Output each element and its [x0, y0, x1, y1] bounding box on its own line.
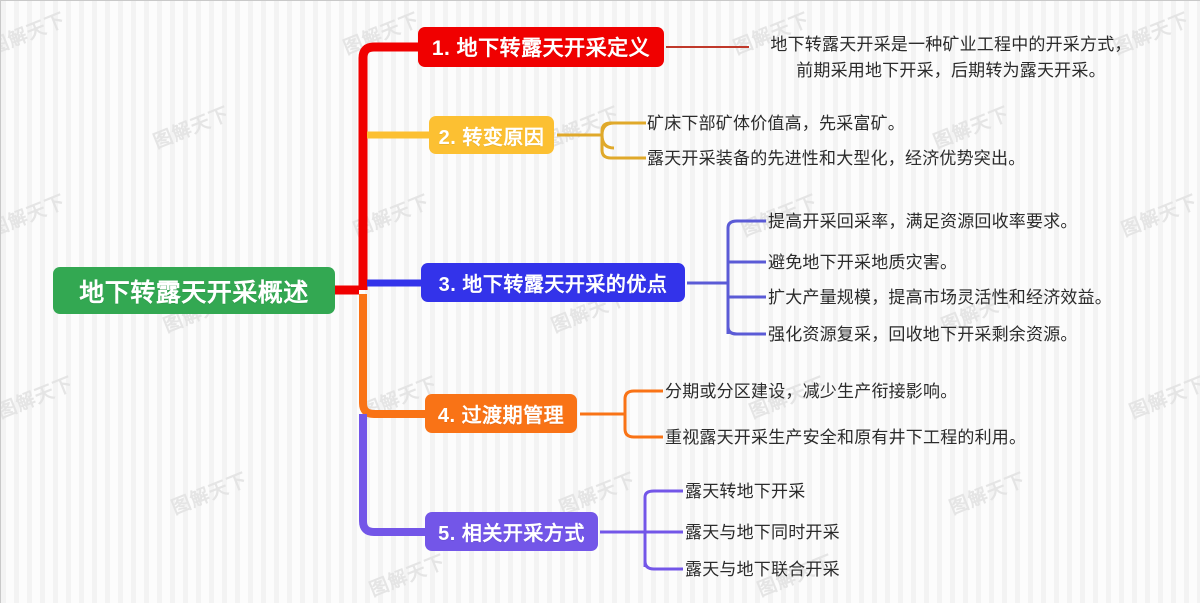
- mindmap-branch-node-1[interactable]: 1. 地下转露天开采定义: [418, 27, 664, 67]
- mindmap-branch-node-5[interactable]: 5. 相关开采方式: [425, 512, 598, 551]
- watermark: 图解天下: [366, 551, 449, 602]
- mindmap-branch-node-3[interactable]: 3. 地下转露天开采的优点: [421, 263, 685, 302]
- mindmap-leaf-3-2[interactable]: 避免地下开采地质灾害。: [768, 253, 958, 272]
- watermark: 图解天下: [946, 469, 1029, 520]
- leaf-connector-3-4: [726, 326, 766, 336]
- mindmap-leaf-5-1[interactable]: 露天转地下开采: [685, 482, 806, 501]
- mindmap-leaf-2-1[interactable]: 矿床下部矿体价值高，先采富矿。: [647, 114, 905, 133]
- mindmap-leaf-5-2[interactable]: 露天与地下同时开采: [685, 523, 840, 542]
- mindmap-branch-node-2[interactable]: 2. 转变原因: [429, 116, 554, 154]
- leaf-bracket-2-up: [600, 121, 612, 135]
- spine-lower-orange: [359, 294, 425, 418]
- spine-lower-purple: [359, 414, 425, 536]
- watermark: 图解天下: [350, 191, 433, 242]
- watermark: 图解天下: [340, 9, 423, 60]
- mindmap-leaf-3-1[interactable]: 提高开采回采率，满足资源回收率要求。: [768, 212, 1078, 231]
- leaf-connector-5-3: [643, 560, 683, 571]
- watermark: 图解天下: [0, 9, 69, 60]
- leaf-bracket-2-dn: [600, 135, 612, 160]
- leaf-bracket-4-dn: [623, 414, 663, 439]
- watermark: 图解天下: [1118, 191, 1200, 242]
- mindmap-root-node[interactable]: 地下转露天开采概述: [53, 267, 335, 314]
- leaf-bracket-4-up: [623, 389, 663, 414]
- watermark: 图解天下: [0, 373, 77, 424]
- mindmap-leaf-5-3[interactable]: 露天与地下联合开采: [685, 560, 840, 579]
- leaf-bracket-2-fork: [600, 121, 615, 150]
- mindmap-leaf-4-2[interactable]: 重视露天开采生产安全和原有井下工程的利用。: [665, 428, 1027, 447]
- leaf-bracket-3-bot: [726, 326, 738, 336]
- leaf-connector-5-1: [643, 489, 683, 501]
- watermark: 图解天下: [0, 191, 69, 242]
- watermark: 图解天下: [150, 103, 233, 154]
- spine-upper: [358, 42, 418, 290]
- mindmap-branch-node-4[interactable]: 4. 过渡期管理: [425, 394, 577, 433]
- mindmap-leaf-2-2[interactable]: 露天开采装备的先进性和大型化，经济优势突出。: [647, 149, 1026, 168]
- mindmap-leaf-1-1[interactable]: 地下转露天开采是一种矿业工程中的开采方式，前期采用地下开采，后期转为露天开采。: [770, 35, 1132, 80]
- mindmap-leaf-3-4[interactable]: 强化资源复采，回收地下开采剩余资源。: [768, 325, 1078, 344]
- mindmap-leaf-4-1[interactable]: 分期或分区建设，减少生产衔接影响。: [665, 382, 958, 401]
- watermark: 图解天下: [1126, 373, 1200, 424]
- watermark: 图解天下: [168, 469, 251, 520]
- mindmap-leaf-3-3[interactable]: 扩大产量规模，提高市场灵活性和经济效益。: [768, 288, 1112, 307]
- leaf-connector-3-1: [726, 219, 766, 232]
